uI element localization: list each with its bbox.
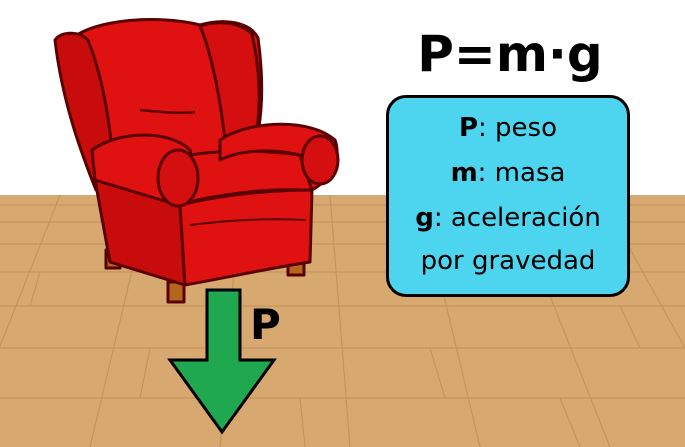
legend-text: : aceleración [433, 203, 601, 233]
legend-text: : masa [477, 158, 566, 188]
formula-title: P=m·g [417, 25, 603, 83]
legend-symbol: P [458, 113, 479, 143]
weight-arrow [167, 288, 277, 435]
legend-symbol: m [450, 158, 478, 188]
legend-row-weight: P: peso [389, 106, 627, 151]
legend-continuation: por gravedad [420, 246, 596, 276]
force-label: P [250, 300, 281, 349]
legend-row-gravity: g: aceleración [389, 196, 627, 241]
legend-box: P: peso m: masa g: aceleración por grave… [386, 95, 630, 297]
legend-text: : peso [478, 113, 558, 143]
legend-symbol: g [415, 203, 434, 233]
armchair-illustration [53, 18, 340, 304]
legend-row-mass: m: masa [389, 151, 627, 196]
